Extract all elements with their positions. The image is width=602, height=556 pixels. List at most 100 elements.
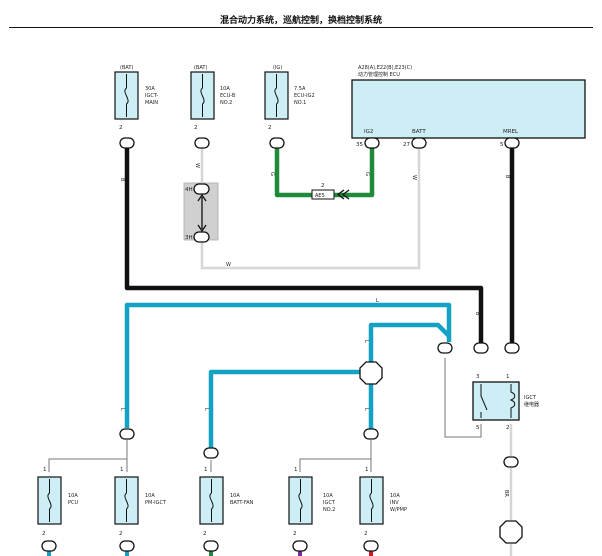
relay-coil-icon [509,384,516,418]
wire-w-ecu-b-lower-inner [201,148,420,269]
connector-relay-3 [473,342,489,354]
ecu-pin-ig2-number: 35 [356,142,363,148]
connector-fan-bottom [203,540,219,552]
fuse-name: BATT-FAN [230,500,254,506]
connector-mrel [504,137,520,149]
fuse-pin-bottom: 2 [119,531,123,537]
fuse-name-2: NO.2 [220,100,232,106]
wire-color-l-pm: L [119,408,125,411]
connector-inv [363,428,379,440]
fuse-name: PCU [68,500,79,506]
fuse-pin-top: 1 [204,467,208,473]
wire-color-l-branch: L [363,340,369,343]
wire-color-l-top: L [376,298,379,304]
relay-switch-icon [480,384,488,418]
wire-color-b-relay: B [474,312,480,316]
connector-batt [411,137,427,149]
wire-color-b-right: B [504,175,510,179]
fuse-rating: 10A [323,493,333,499]
fuse-pm-igct: 10A PM-IGCT 1 2 [114,467,167,537]
wire-color-br: BR [503,490,509,497]
ecu-label-line2: 动力管理控制 ECU [358,71,400,78]
connector-pcu-bottom [41,540,57,552]
wire-color-g-left: G [269,172,275,176]
ae5-label: AE5 [315,193,325,199]
ae5-pin: 2 [321,183,325,189]
connector-relay-out [503,456,519,468]
connector-no2-bottom [292,540,308,552]
fuse-source: (BAT) [120,65,133,71]
ecu-pin-batt-number: 27 [403,142,410,148]
wire-w-ecu-b-lower [200,148,421,270]
wire-l-batt-fan [208,369,361,448]
relay-pin-5: 5 [476,425,480,431]
connector-relay-1 [504,342,520,354]
connector-inv-bottom [363,540,379,552]
page-title: 混合动力系统，巡航控制，换档控制系统 [219,16,382,26]
fuse-rating: 30A [145,86,155,92]
fuse-pin: 2 [194,125,198,131]
wire-color-w-left: W [194,163,200,168]
fuse-name-2: W/PMP [390,507,407,513]
wire-color-b-left: B [119,178,125,182]
fuse-pin: 2 [268,125,272,131]
ecu-pin-ig2-name: IG2 [364,129,373,135]
fuse-pin-top: 1 [120,467,124,473]
fuse-pin-bottom: 2 [364,531,368,537]
wire-feed-pcu [48,458,127,472]
fuse-name-2: NO.1 [294,100,306,106]
fuse-pin-top: 1 [294,467,298,473]
fuse-source: (BAT) [194,65,207,71]
ae5-box [311,189,335,200]
fuse-rating: 10A [230,493,240,499]
fuse-name-2: NO.2 [323,507,335,513]
fuse-source: (IG) [273,65,282,71]
connector-junction-top [193,183,210,195]
connector-igct-main [119,137,135,149]
relay-name-2: 继电器 [524,401,539,408]
connector-pm-bottom [119,540,135,552]
wire-color-w-right: W [411,175,417,180]
ecu-pin-mrel-number: 5 [500,142,504,148]
fuse-ecu-b-no2: (BAT) 10A ECU-B NO.2 2 [190,65,236,131]
wire-color-l-fan: L [203,408,209,411]
fuse-name: ECU-B [220,93,236,99]
ae5-arrow-icon [336,189,350,200]
splice-point-l [359,361,383,385]
wire-color-l-no2: L [363,408,369,411]
title-rule [9,27,593,28]
wire-color-w-bottom: W [226,262,231,268]
fuse-name: PM-IGCT [145,500,167,506]
junction-arrow-icon [197,193,207,233]
wire-l-branch [368,322,451,362]
wire-feed-igct-no2 [299,458,371,472]
fuse-pcu: 10A PCU 1 2 [37,467,79,537]
fuse-rating: 10A [220,86,230,92]
wire-g-ig2 [274,148,375,198]
wire-relay-coil [444,358,482,438]
fuse-rating: 10A [390,493,400,499]
wire-color-g-right: G [364,172,370,176]
fuse-name: IGCT [323,500,336,506]
wire-b-igct-main [124,148,484,346]
relay-pin-3: 3 [476,374,480,380]
fuse-ecu-ig2-no1: (IG) 7.5A ECU-IG2 NO.1 2 [264,65,315,131]
fuse-rating: 10A [145,493,155,499]
relay-pin-1: 1 [506,374,510,380]
fuse-inv-wpmp: 10A INV W/PMP 1 2 [359,467,407,537]
fuse-rating: 7.5A [294,86,306,92]
fuse-batt-fan: 10A BATT-FAN 1 2 [199,467,254,537]
connector-batt-fan [203,447,219,459]
fuse-igct-no2: 10A IGCT NO.2 1 2 [288,467,336,537]
fuse-igct-main: (BAT) 30A IGCT- MAIN 2 [114,65,158,131]
connector-pm-igct [119,428,135,440]
connector-ecu-b [194,137,210,149]
fuse-rating: 10A [68,493,78,499]
junction-pin-bottom: 3H [185,235,193,241]
ecu-label-line1: A28(A),E22(B),E23(C) [358,65,412,71]
fuse-name: INV [390,500,399,506]
connector-relay-l [437,342,453,354]
ecu-pin-batt-name: BATT [412,129,426,135]
wire-l-main [124,302,452,428]
